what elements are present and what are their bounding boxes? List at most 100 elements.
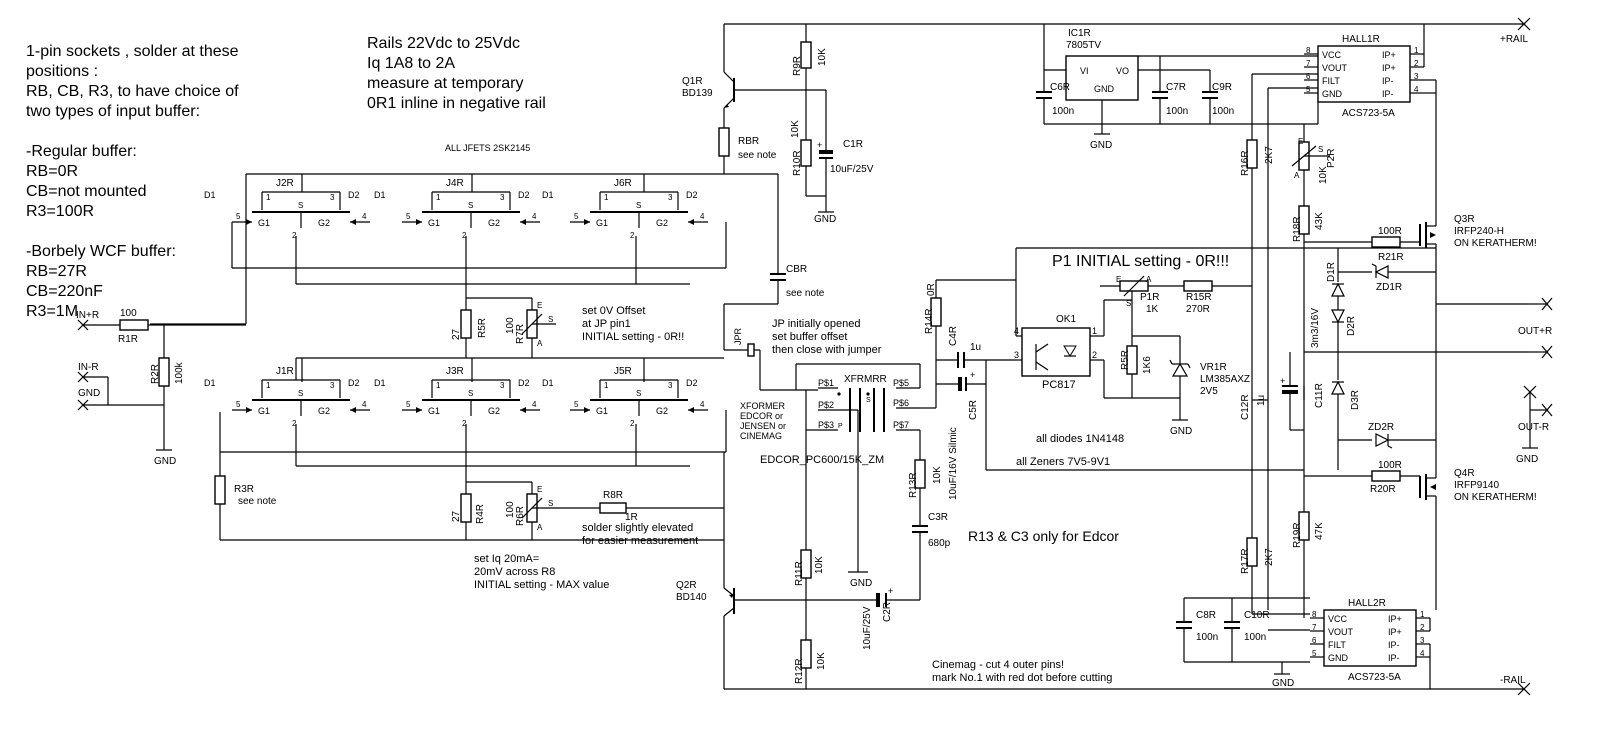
xfmr-pin6: P$6 (893, 398, 909, 408)
c5-capacitor: + C5R 10uF/16V Silmic (936, 370, 986, 500)
c5-value: 10uF/16V Silmic (948, 427, 959, 500)
p1-ref: P1R (1140, 292, 1159, 303)
svg-text:+: + (817, 140, 822, 150)
jfet-pin3: 3 (330, 381, 335, 390)
jfet-block-bottom (219, 358, 727, 494)
c2-ref: C2R (882, 602, 893, 622)
ok1-pin1: 1 (1092, 326, 1097, 336)
r4-ref: R4R (475, 504, 486, 524)
jfet-ref: J5R (614, 366, 632, 377)
c4-value: 1u (970, 342, 981, 353)
hall-num-right: 4 (1414, 85, 1419, 94)
r5-value: 27 (451, 328, 462, 340)
buffer-choice-note: 1-pin sockets , solder at these position… (26, 43, 239, 320)
jfet-pin1: 1 (266, 193, 271, 202)
c6-capacitor: C6R 100n (1036, 70, 1074, 124)
r6-pin-s: S (548, 499, 553, 508)
p2-pin-a: A (1294, 171, 1300, 180)
p1-pin-s: S (1126, 299, 1131, 308)
cap-ref: C10R (1244, 610, 1270, 621)
r1-resistor: 100 R1R (118, 308, 246, 345)
q3-mosfet: Q3R IRFP240-H ON KERATHERM! (1419, 124, 1537, 352)
hall-pin-right: IP- (1382, 89, 1394, 99)
c12-value: 1u (1256, 395, 1267, 406)
c4-ref: C4R (948, 326, 959, 346)
jfet-pin1: 1 (604, 193, 609, 202)
jfet-pin3: 3 (668, 381, 673, 390)
q2-transistor: Q2R BD140 (676, 452, 876, 689)
jfet-ref: J2R (276, 178, 294, 189)
q3-mount: ON KERATHERM! (1454, 238, 1537, 249)
p2-ref: P2R (1326, 149, 1337, 168)
r11-ref: R11R (794, 561, 805, 586)
r2-gnd: GND (154, 456, 176, 467)
jfet-ref: J3R (446, 366, 464, 377)
r16-ref: R16R (1240, 150, 1251, 176)
p1-trimmer[interactable]: E A S P1R 1K (1100, 275, 1184, 336)
r16-value: 2K7 (1264, 146, 1275, 164)
d1-diode: D1R (1326, 248, 1345, 310)
hall-pin-left: GND (1328, 653, 1349, 663)
xfmr-pin3: P$3 (818, 420, 834, 430)
r8-ref: R8R (603, 490, 623, 501)
p2-trimmer[interactable]: E A S P2R 10K (1291, 124, 1337, 206)
r6-trimmer[interactable]: R6R 100 E A S (466, 481, 600, 540)
r10-value: 10K (790, 120, 801, 138)
ic1-ref: IC1R (1068, 28, 1091, 39)
hall-num-left: 5 (1306, 85, 1311, 94)
r14-ref: R14R (924, 308, 935, 334)
hall-pin-left: VCC (1328, 614, 1348, 624)
r5b-ref: R5R (1120, 350, 1131, 370)
cap-ref: C8R (1196, 610, 1216, 621)
jumper-note: JP initially opened set buffer offset th… (772, 318, 882, 356)
vr1-voltage: 2V5 (1200, 386, 1218, 397)
in-gnd-label: GND (78, 388, 100, 399)
r7-pin-e: E (537, 301, 542, 310)
d2-diode: D2R (1331, 309, 1357, 352)
r12-value: 10K (816, 652, 827, 670)
jfet-g1: G1 (258, 406, 270, 416)
hall-num-left: 8 (1312, 610, 1317, 619)
out-minus-port[interactable]: OUT-R GND (1516, 385, 1553, 465)
jfet-g1: G1 (258, 218, 270, 228)
in-plus-port[interactable]: IN+R (76, 310, 120, 331)
jfet-d2: D2 (518, 378, 530, 388)
r7-trimmer[interactable]: R7R 100 E A S (466, 297, 556, 358)
c1-value: 10uF/25V (830, 164, 874, 175)
jfet-g2: G2 (318, 218, 330, 228)
ok1-ref: OK1 (1056, 314, 1076, 325)
p1-note: P1 INITIAL setting - 0R!!! (1052, 253, 1230, 270)
cap-value: 100n (1196, 632, 1218, 643)
c1-gnd: GND (814, 214, 836, 225)
transformer: XFRMRR P$1 P$2 P$3 P$5 P$6 P$7 P S GND (795, 363, 936, 589)
hall-num-left: 7 (1312, 623, 1317, 632)
c11-capacitor: C11R (1303, 383, 1325, 408)
ic1-gnd-pin: GND (1094, 84, 1115, 94)
p2-pin-s: S (1318, 145, 1323, 154)
r19-value: 47K (1314, 522, 1325, 540)
r2-ref: R2R (150, 364, 161, 384)
jfet-pin1: 1 (604, 381, 609, 390)
c3-ref: C3R (928, 512, 948, 523)
in-minus-port[interactable]: IN-R GND (77, 362, 164, 411)
hall-num-left: 5 (1312, 649, 1317, 658)
out-plus-port[interactable]: OUT+R (1518, 297, 1553, 359)
c2-value: 10uF/25V (862, 606, 873, 650)
jp-jumper[interactable]: JPR (724, 327, 796, 391)
r21-value: 100R (1378, 226, 1402, 237)
ic1-vo: VO (1116, 66, 1129, 76)
hall-num-right: 2 (1414, 59, 1419, 68)
rails-note: Rails 22Vdc to 25Vdc Iq 1A8 to 2A measur… (367, 35, 546, 112)
hall-pin-right: IP+ (1388, 614, 1402, 624)
c7-ref: C7R (1166, 82, 1186, 93)
jfet-block-top (150, 174, 727, 325)
xfmr-primary: P (838, 423, 843, 430)
jfet-d2: D2 (686, 190, 698, 200)
jfet-pin1: 1 (266, 381, 271, 390)
rb-resistor: RBR see note (246, 127, 778, 175)
jfet-pin4: 4 (362, 400, 367, 409)
r7-value: 100 (505, 317, 516, 334)
